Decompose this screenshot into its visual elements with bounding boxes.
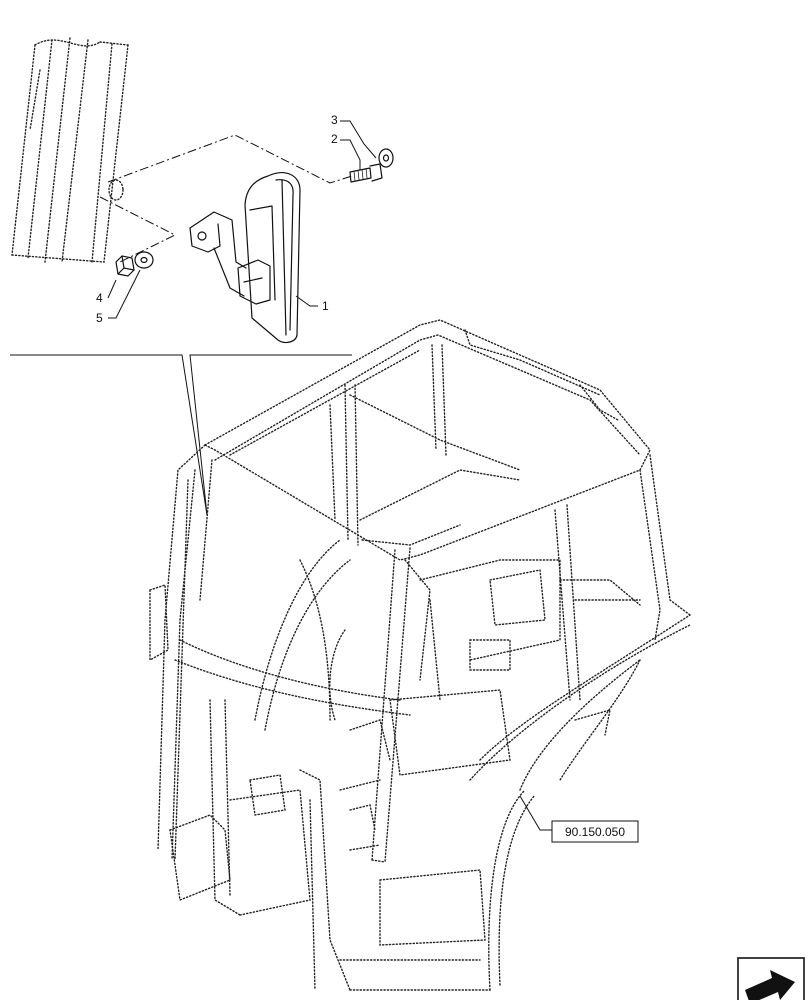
- cab-pillar-detail: [11, 37, 129, 263]
- nut: [115, 255, 135, 277]
- reference-label: 90.150.050: [565, 825, 625, 839]
- washer-bottom: [134, 251, 154, 269]
- callout-3: 3: [331, 113, 338, 127]
- leader-lines: [10, 120, 552, 831]
- callout-labels: 3 2 4 5 1: [96, 113, 338, 325]
- callout-1: 1: [322, 299, 329, 313]
- bolt: [349, 163, 383, 183]
- assembly-lines: [99, 134, 353, 263]
- callout-5: 5: [96, 311, 103, 325]
- washer-top: [378, 148, 394, 168]
- reference-box[interactable]: 90.150.050: [551, 820, 639, 843]
- cab-frame: [149, 319, 691, 991]
- rear-view-mirror: [189, 172, 301, 344]
- callout-2: 2: [331, 132, 338, 146]
- next-page-arrow-icon[interactable]: [737, 957, 805, 1000]
- callout-4: 4: [96, 291, 103, 305]
